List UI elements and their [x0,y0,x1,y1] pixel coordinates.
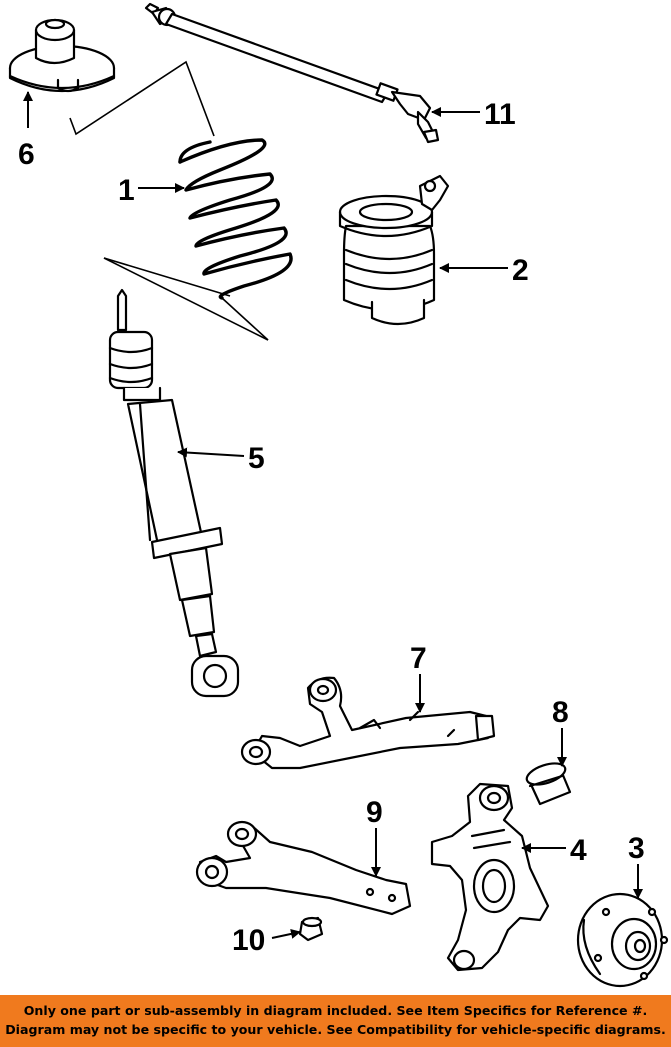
callout-1: 1 [118,174,135,207]
part-11-stabilizer-link [144,2,440,144]
callout-8: 8 [552,696,569,729]
callout-10: 10 [232,924,265,957]
callout-2: 2 [512,254,529,287]
part-9-lower-control-arm [195,820,412,916]
suspension-parts-diagram: 1 2 3 4 5 6 7 8 9 10 11 [8,2,669,988]
part-6-spring-insulator [8,18,116,93]
callout-6: 6 [18,138,35,171]
callout-arrows [23,91,643,939]
disclaimer-banner: Only one part or sub-assembly in diagram… [0,995,671,1047]
callout-11: 11 [484,98,516,131]
part-4-steering-knuckle [430,782,550,972]
part-1-coil-spring [178,138,293,300]
callout-4: 4 [570,834,587,867]
callout-3: 3 [628,832,645,865]
disclaimer-line-2: Diagram may not be specific to your vehi… [5,1022,666,1037]
callout-5: 5 [248,442,265,475]
part-7-upper-control-arm [240,676,496,770]
part-2-air-spring [338,174,450,326]
part-10-nut [298,916,324,942]
assembly-leader-lines [69,60,269,341]
callout-9: 9 [366,796,383,829]
part-8-bushing [525,762,572,806]
callout-7: 7 [410,642,427,675]
disclaimer-line-1: Only one part or sub-assembly in diagram… [23,1003,648,1018]
part-3-wheel-hub [576,892,669,988]
part-5-shock-absorber [108,288,240,698]
